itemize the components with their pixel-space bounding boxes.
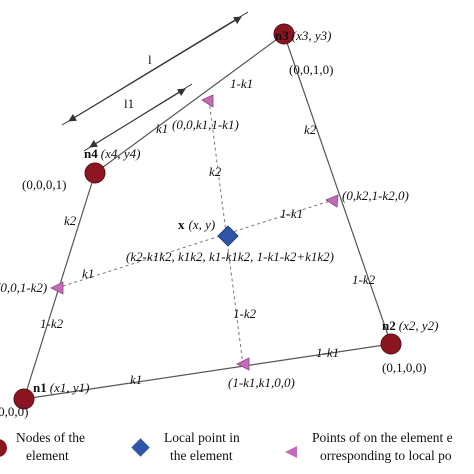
- edge-n1-n2: [23, 343, 392, 400]
- legend-node-icon: [0, 439, 7, 457]
- legend-nodes-line1: Nodes of the: [16, 430, 85, 445]
- edge-point-top: [201, 94, 214, 108]
- seg-vert-k2: k2: [209, 164, 222, 179]
- n4-local: (0,0,0,1): [22, 177, 66, 192]
- dim-l1-label: l1: [124, 96, 134, 111]
- edge-point-bottom: [236, 357, 250, 371]
- node-n2: [380, 333, 402, 355]
- legend-nodes-line2: element: [26, 448, 69, 463]
- seg-top-k1: k1: [156, 121, 168, 136]
- legend-points-line2: orresponding to local po: [320, 448, 452, 463]
- edge-label-right: (0,k2,1-k2,0): [342, 188, 409, 203]
- legend-local-line2: the element: [170, 448, 233, 463]
- n3-label: n3(x3, y3): [275, 28, 331, 43]
- legend-local-line1: Local point in: [164, 430, 240, 445]
- edge-label-bottom: (1-k1,k1,0,0): [228, 375, 295, 390]
- local-point-marker: [217, 225, 239, 247]
- dashed-horizontal: [56, 199, 334, 289]
- segment-labels: 1-k1 k1 k2 1-k2 k2 1-k2 k1 1-k1 k2 1-k2 …: [40, 76, 376, 387]
- n2-local: (0,1,0,0): [382, 360, 426, 375]
- edge-points: [50, 94, 339, 371]
- seg-vert-1-k2: 1-k2: [233, 306, 257, 321]
- edge-label-top: (0,0,k1,1-k1): [172, 117, 239, 132]
- n1-local: (1,0,0,0): [0, 404, 28, 419]
- local-point-formula: (k2-k1k2, k1k2, k1-k1k2, 1-k1-k2+k1k2): [126, 249, 334, 264]
- dim-l1-arrow: [89, 88, 186, 148]
- n1-label: n1(x1, y1): [33, 380, 89, 395]
- edge-label-left: (0,0,1-k2): [0, 280, 47, 295]
- seg-bottom-1-k1: 1-k1: [316, 345, 339, 360]
- edge-point-left: [50, 281, 64, 295]
- n3-local: (0,0,1,0): [289, 62, 333, 77]
- n4-label: n4(x4, y4): [84, 146, 140, 161]
- dim-l-label: l: [148, 52, 152, 67]
- n2-label: n2(x2, y2): [382, 318, 438, 333]
- node-n4: [84, 162, 106, 184]
- local-point-label: x(x, y): [178, 217, 215, 232]
- legend-points-line1: Points of on the element e: [312, 430, 453, 445]
- nodes: [13, 23, 402, 410]
- inner-dashed-lines: [56, 99, 334, 366]
- dim-l-arrow: [68, 16, 242, 122]
- seg-right-1-k2: 1-k2: [352, 272, 376, 287]
- seg-right-k2: k2: [304, 122, 317, 137]
- dimension-lines: [61, 11, 249, 152]
- seg-horiz-1-k1: 1-k1: [280, 206, 303, 221]
- seg-left-1-k2: 1-k2: [40, 316, 64, 331]
- edge-point-right: [325, 194, 339, 208]
- seg-horiz-k1: k1: [82, 266, 94, 281]
- seg-left-k2: k2: [64, 213, 77, 228]
- legend-edge-icon: [285, 446, 297, 458]
- legend: Nodes of the element Local point in the …: [0, 430, 453, 463]
- legend-local-icon: [131, 438, 150, 457]
- seg-bottom-k1: k1: [130, 372, 142, 387]
- node-n3: [273, 23, 295, 45]
- edge-n2-n3: [283, 33, 392, 345]
- node-n1: [13, 388, 35, 410]
- seg-top-1-k1: 1-k1: [230, 76, 253, 91]
